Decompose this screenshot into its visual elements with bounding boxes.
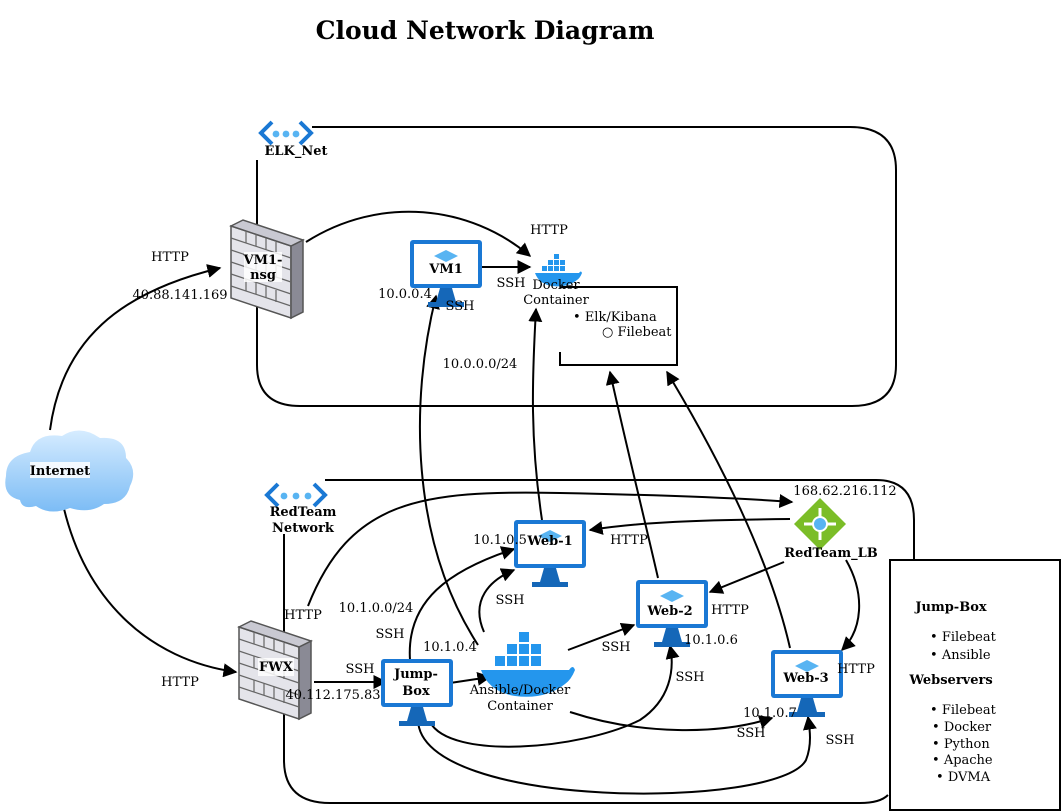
edge-internet-fwx	[59, 489, 238, 678]
label-ip-vm1: 10.0.0.4	[378, 287, 432, 302]
edge-web2-elk	[605, 370, 659, 579]
label-ssh-jump-web3: SSH	[826, 733, 855, 748]
redteam-network-label-line2: Network	[272, 521, 335, 536]
vm1-nsg-label-line2: nsg	[250, 268, 276, 283]
vm1-monitor-icon	[410, 240, 482, 307]
web3-monitor-icon	[771, 650, 843, 717]
edge-ansible-web1	[478, 568, 516, 633]
fwx-label-bg	[258, 658, 294, 676]
edge-ansible-vm1	[418, 294, 479, 646]
vm1-nsg-label-bg	[244, 252, 282, 282]
docker-label-line2: Container	[523, 293, 589, 308]
elk-network-icon	[258, 120, 314, 146]
label-ip-fwx: 40.112.175.83	[285, 688, 380, 703]
lb-label: RedTeam_LB	[784, 546, 877, 561]
edge-internet-nsg	[49, 264, 222, 431]
label-http-lb-web2: HTTP	[711, 603, 749, 618]
legend-web-item-4: • Apache	[932, 753, 993, 768]
legend-jumpbox-title: Jump-Box	[914, 600, 987, 615]
label-ip-web2: 10.1.0.6	[684, 633, 738, 648]
edge-lb-web1	[588, 518, 791, 535]
edge-fwx-lb	[307, 491, 794, 607]
legend-box	[889, 559, 1061, 811]
docker-label-line1: Docker	[532, 278, 580, 293]
edge-nsg-docker	[305, 210, 532, 257]
elk-network-label: ELK_Net	[264, 144, 327, 159]
legend-web-item-3: • Python	[932, 737, 990, 752]
edge-jump-web3	[417, 715, 817, 795]
web2-monitor-icon	[636, 580, 708, 647]
edge-web1-docker	[528, 307, 543, 521]
ansible-label-line1: Ansible/Docker	[469, 683, 571, 698]
label-ip-jump: 10.1.0.4	[423, 640, 477, 655]
label-ip-web3: 10.1.0.7	[743, 706, 797, 721]
web1-label: Web-1	[526, 534, 572, 549]
fwx-label: FWX	[259, 660, 294, 675]
legend-webservers-title: Webservers	[908, 673, 992, 688]
label-ip-web1: 10.1.0.5	[473, 533, 527, 548]
web2-label: Web-2	[646, 604, 692, 619]
edge-jump-web1	[408, 546, 516, 661]
label-ssh-fwx-jump: SSH	[346, 662, 375, 677]
label-ssh-vm1: SSH	[446, 299, 475, 314]
label-subnet-elk: 10.0.0.0/24	[443, 357, 518, 372]
load-balancer-icon	[794, 498, 846, 550]
label-ssh-ansible-web2: SSH	[602, 640, 631, 655]
jumpbox-label-line1: Jump-	[393, 667, 438, 682]
edge-jump-web2	[429, 644, 680, 748]
label-ssh-ansible-web1: SSH	[496, 593, 525, 608]
label-http-lb-web1: HTTP	[610, 533, 648, 548]
edge-ansible-web3	[569, 711, 774, 732]
elk-network-box	[256, 126, 897, 407]
web3-label: Web-3	[782, 671, 828, 686]
vm1-label: VM1	[428, 262, 463, 277]
edge-lb-web2	[708, 561, 785, 594]
web1-monitor-icon	[514, 520, 586, 587]
label-http-internet-bottom: HTTP	[161, 675, 199, 690]
edge-ansible-web2	[567, 622, 636, 651]
edges	[49, 210, 861, 795]
edge-web3-elk	[666, 370, 791, 649]
ansible-label-line2: Container	[487, 699, 553, 714]
legend-web-item-2: • Docker	[932, 720, 992, 735]
label-http-lb-web3: HTTP	[837, 662, 875, 677]
elk-list-box	[559, 286, 678, 366]
label-http-fwx-lb: HTTP	[284, 608, 322, 623]
internet-label-bg	[30, 462, 90, 478]
label-ip-nsg: 40.88.141.169	[132, 288, 227, 303]
redteam-network-label-line1: RedTeam	[270, 505, 337, 520]
diagram-title: Cloud Network Diagram	[316, 16, 655, 45]
label-ssh-vm1-docker: SSH	[497, 276, 526, 291]
legend-jumpbox-item-2: • Ansible	[930, 648, 991, 663]
internet-label: Internet	[30, 464, 90, 479]
redteam-network-icon	[264, 482, 328, 508]
label-ssh-jump-web1: SSH	[376, 627, 405, 642]
redteam-network-box	[283, 479, 915, 804]
label-subnet-red: 10.1.0.0/24	[339, 601, 414, 616]
edge-lb-web3	[841, 559, 861, 651]
legend-web-item-1: • Filebeat	[930, 703, 997, 718]
label-http-docker: HTTP	[530, 223, 568, 238]
label-ssh-jump-web2: SSH	[676, 670, 705, 685]
vm1-nsg-label-line1: VM1-	[243, 253, 283, 268]
label-http-internet-top: HTTP	[151, 250, 189, 265]
elk-list-item: • Elk/Kibana	[573, 310, 657, 325]
jumpbox-label-line2: Box	[402, 684, 430, 699]
label-ip-lb: 168.62.216.112	[793, 484, 896, 499]
label-ssh-ansible-web3: SSH	[737, 726, 766, 741]
legend-jumpbox-item-1: • Filebeat	[930, 630, 997, 645]
edge-jump-ansible	[449, 671, 492, 686]
elk-list-subitem: ○ Filebeat	[602, 325, 672, 340]
legend-web-item-5: • DVMA	[936, 770, 991, 785]
